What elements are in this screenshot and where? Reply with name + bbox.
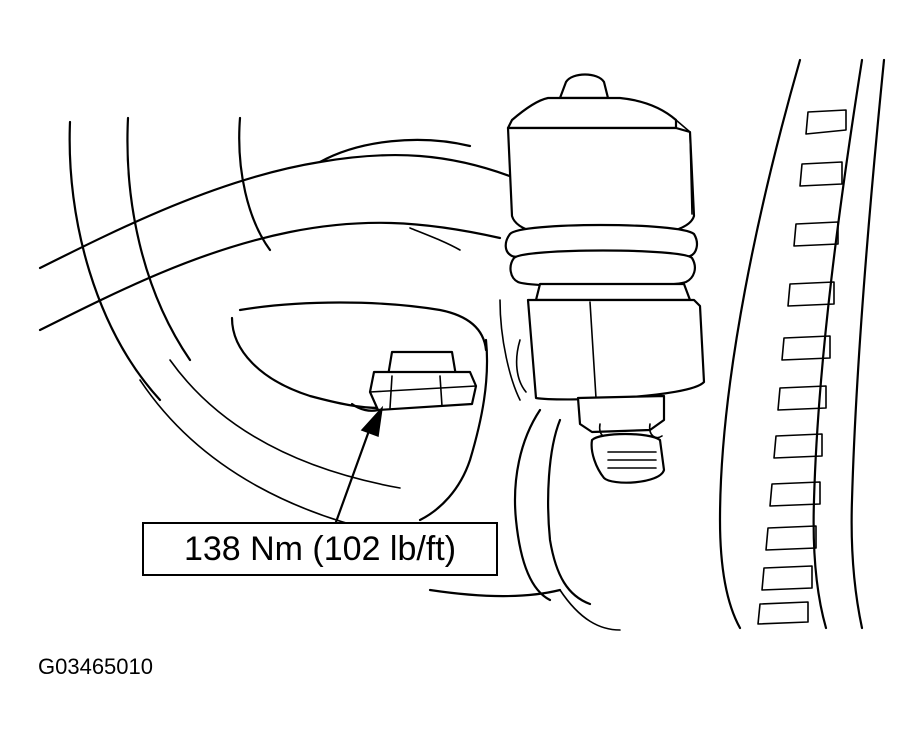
frame-lines [68, 116, 421, 541]
torque-label: 138 Nm (102 lb/ft) [183, 529, 457, 568]
callout-leader [334, 405, 384, 524]
figure-id: G03465010 [38, 654, 153, 679]
upper-control-arm [38, 138, 522, 332]
torque-callout-box: 138 Nm (102 lb/ft) [142, 522, 498, 576]
stabilizer-link [504, 73, 706, 484]
brake-rotor [718, 58, 886, 630]
arrow-head-icon [360, 405, 384, 438]
steering-knuckle [230, 299, 621, 631]
torque-nut [350, 350, 478, 412]
